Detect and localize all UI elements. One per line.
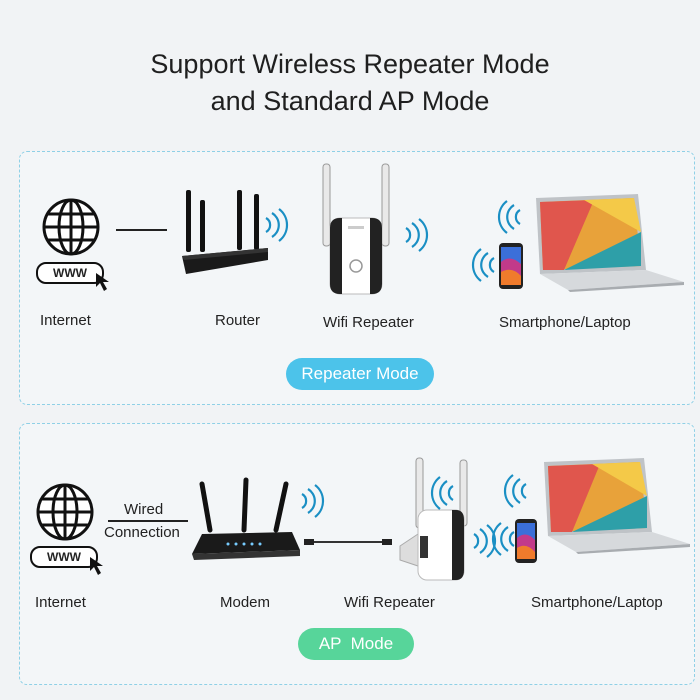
wifi-signal-icon bbox=[265, 208, 289, 242]
wired-label: Wired bbox=[124, 501, 164, 518]
label-internet: Internet bbox=[35, 594, 86, 611]
label-smartphone-laptop: Smartphone/Laptop bbox=[531, 594, 663, 611]
smartphone-icon bbox=[499, 243, 523, 289]
modem-icon bbox=[192, 477, 300, 560]
globe-icon bbox=[36, 483, 94, 541]
wifi-signal-icon bbox=[471, 248, 495, 282]
connection-label: Connection bbox=[104, 524, 180, 541]
repeater-mode-badge: Repeater Mode bbox=[286, 358, 434, 390]
globe-icon bbox=[42, 198, 100, 256]
laptop-icon bbox=[536, 194, 684, 292]
label-router: Router bbox=[215, 312, 261, 329]
smartphone-icon bbox=[515, 519, 537, 563]
wifi-signal-icon bbox=[497, 200, 521, 234]
cursor-icon bbox=[90, 557, 103, 575]
router-icon bbox=[182, 190, 268, 274]
page-title-line-1: Support Wireless Repeater Mode bbox=[150, 49, 550, 79]
label-wifi-repeater: Wifi Repeater bbox=[323, 314, 414, 331]
wifi-repeater-icon bbox=[322, 163, 390, 295]
wifi-repeater-icon bbox=[399, 457, 468, 581]
www-badge: WWW bbox=[30, 546, 98, 568]
wifi-signal-icon bbox=[473, 524, 497, 558]
page-title-line-2: and Standard AP Mode bbox=[210, 86, 490, 116]
ethernet-cable-icon bbox=[304, 539, 392, 545]
wire-line bbox=[108, 520, 188, 522]
wifi-signal-icon bbox=[430, 476, 454, 510]
label-modem: Modem bbox=[220, 594, 271, 611]
wifi-signal-icon bbox=[491, 522, 515, 556]
label-wifi-repeater: Wifi Repeater bbox=[344, 594, 435, 611]
www-badge: WWW bbox=[36, 262, 104, 284]
wifi-signal-icon bbox=[503, 474, 527, 508]
wire-line bbox=[116, 229, 167, 231]
cursor-icon bbox=[96, 273, 109, 291]
wifi-signal-icon bbox=[405, 218, 429, 252]
wifi-signal-icon bbox=[301, 484, 325, 518]
label-internet: Internet bbox=[40, 312, 91, 329]
laptop-icon bbox=[544, 458, 690, 554]
ap-mode-badge: AP Mode bbox=[298, 628, 414, 660]
label-smartphone-laptop: Smartphone/Laptop bbox=[499, 314, 631, 331]
